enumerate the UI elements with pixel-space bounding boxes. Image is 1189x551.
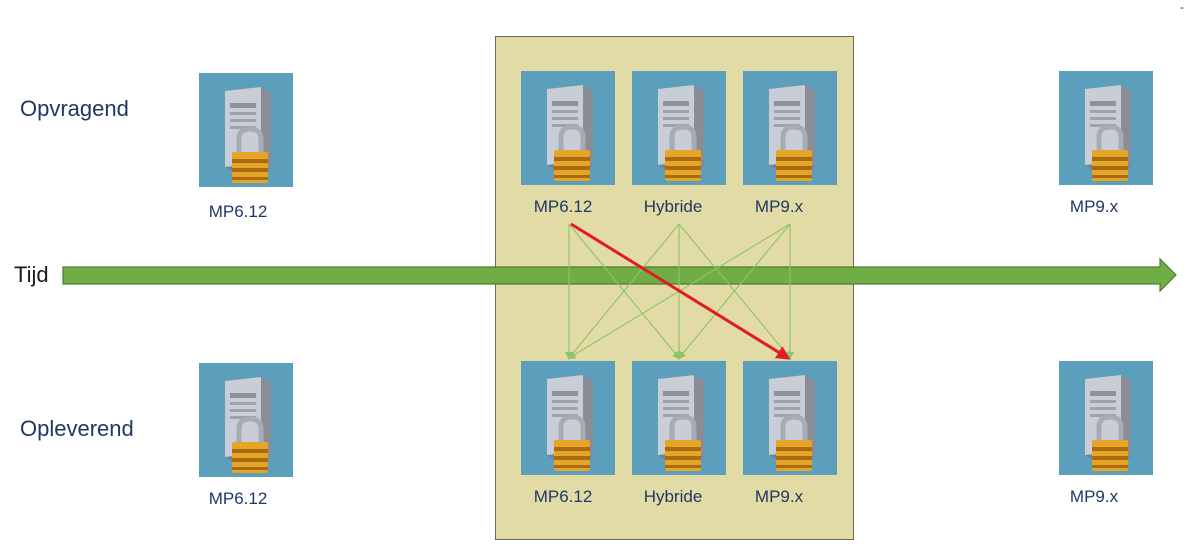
- server-label: MP6.12: [533, 487, 593, 506]
- server-label: Hybride: [643, 197, 703, 216]
- timeline-label: Tijd: [14, 262, 49, 287]
- server-lock-icon: [199, 73, 293, 187]
- server-lock-icon: [743, 361, 837, 475]
- row-label-opleverend: Opleverend: [20, 416, 134, 441]
- server-lock-icon: [743, 71, 837, 185]
- server-lock-icon: [199, 363, 293, 477]
- server-lock-icon: [521, 71, 615, 185]
- server-label: MP6.12: [208, 202, 268, 221]
- server-label: MP9.x: [1069, 197, 1119, 216]
- server-lock-icon: [632, 71, 726, 185]
- server-lock-icon: [521, 361, 615, 475]
- server-lock-icon: [632, 361, 726, 475]
- row-label-opvragend: Opvragend: [20, 96, 129, 121]
- server-label: MP9.x: [754, 197, 804, 216]
- corner-mark: -: [1180, 0, 1184, 14]
- server-label: MP6.12: [533, 197, 593, 216]
- server-label: MP6.12: [208, 489, 268, 508]
- server-lock-icon: [1059, 71, 1153, 185]
- server-label: MP9.x: [754, 487, 804, 506]
- server-label: MP9.x: [1069, 487, 1119, 506]
- server-label: Hybride: [643, 487, 703, 506]
- server-lock-icon: [1059, 361, 1153, 475]
